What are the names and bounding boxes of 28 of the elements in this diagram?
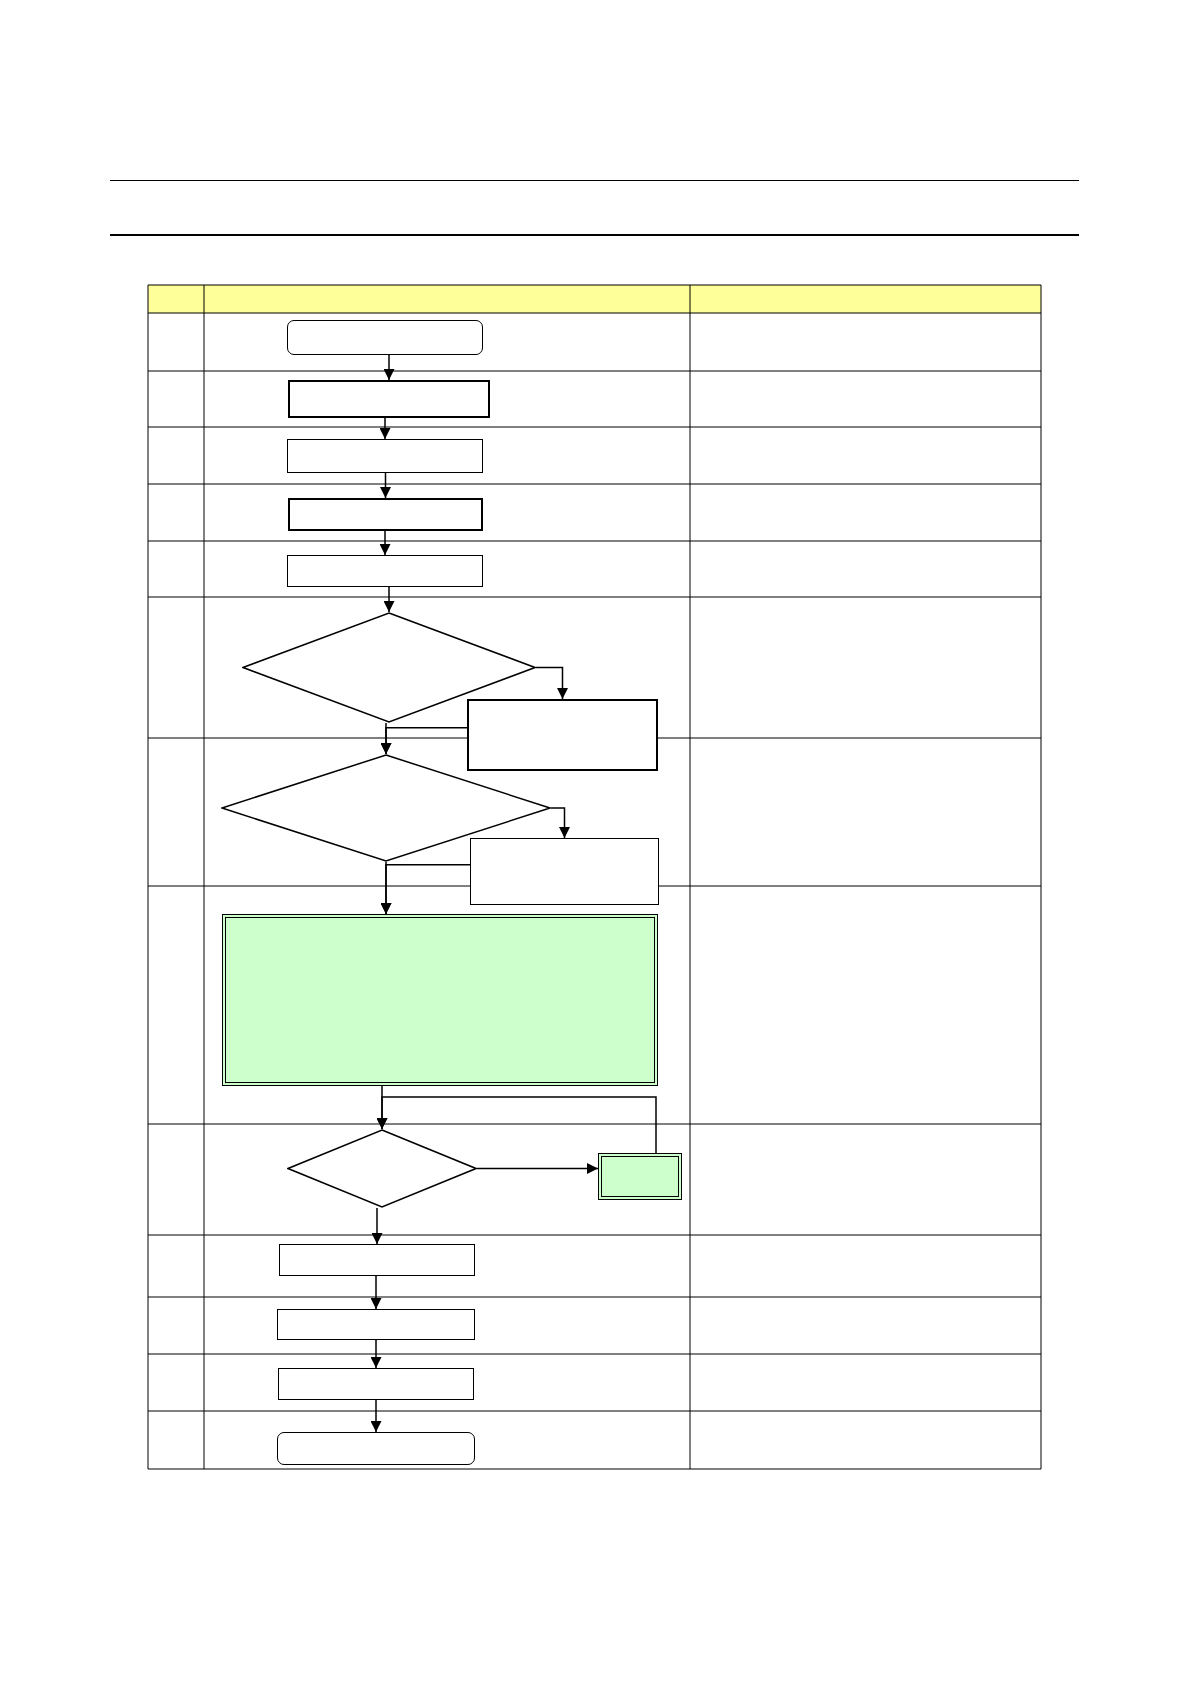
process-box [222, 914, 658, 1086]
arrow [535, 666, 568, 700]
arrow [370, 1339, 382, 1369]
process-box [277, 1309, 475, 1340]
arrow [550, 807, 570, 839]
arrow [380, 861, 392, 915]
process-box [287, 555, 483, 587]
arrow [476, 1163, 599, 1174]
arrow [380, 472, 391, 499]
arrow [376, 1096, 657, 1154]
process-box [470, 838, 659, 905]
arrow [379, 530, 391, 556]
process-box [288, 498, 483, 531]
process-box [598, 1153, 682, 1200]
process-box [288, 380, 490, 418]
arrow [383, 354, 395, 381]
arrow [379, 417, 391, 440]
terminal-box [287, 320, 483, 355]
arrow [370, 1275, 382, 1310]
arrow [371, 1207, 383, 1245]
process-box [279, 1244, 475, 1276]
process-box [278, 1368, 474, 1400]
arrow [383, 586, 395, 613]
arrow [370, 1399, 382, 1433]
terminal-box [277, 1432, 475, 1465]
arrow [380, 722, 392, 755]
process-box [287, 439, 483, 473]
process-box [467, 699, 658, 771]
